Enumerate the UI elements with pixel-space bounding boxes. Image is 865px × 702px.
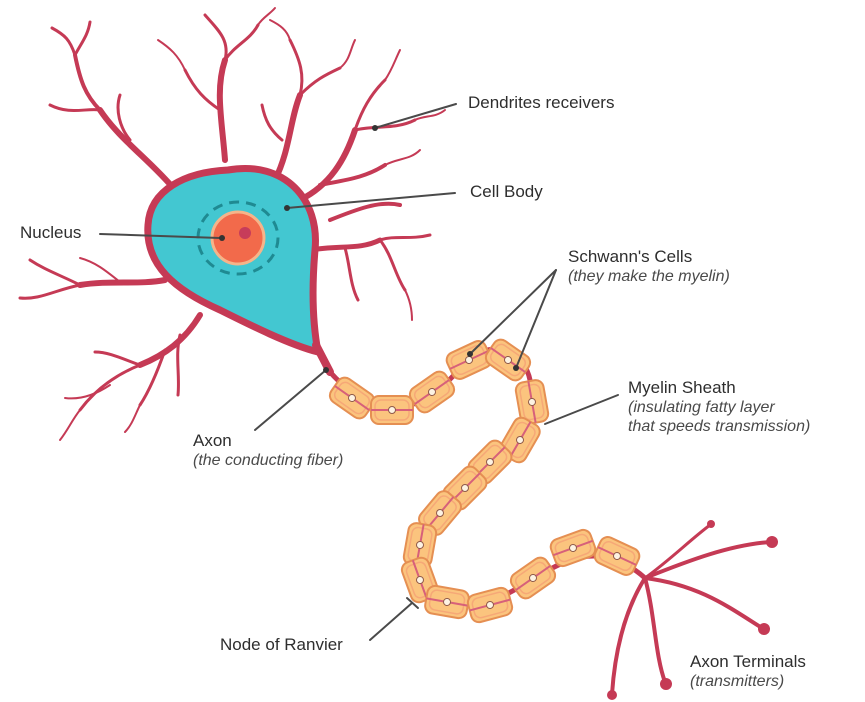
label-schwann-cells: Schwann's Cells <box>568 247 692 266</box>
myelin-segment <box>424 585 470 620</box>
label-cell-body: Cell Body <box>470 182 543 201</box>
label-axon: Axon <box>193 431 232 450</box>
myelin-sheath <box>327 336 642 623</box>
myelin-segment <box>407 368 457 415</box>
myelin-segment <box>466 586 514 624</box>
label-dendrites: Dendrites receivers <box>468 93 614 112</box>
schwann-nucleus-dot <box>389 407 396 414</box>
label-myelin-note-2: that speeds transmission) <box>628 418 810 435</box>
myelin-segment <box>508 554 558 601</box>
myelin-segment <box>327 374 377 421</box>
label-axon-note: (the conducting fiber) <box>193 452 343 469</box>
label-axon-terminals-note: (transmitters) <box>690 673 784 690</box>
myelin-segment <box>548 528 597 569</box>
myelin-segment <box>371 396 413 424</box>
label-myelin-sheath: Myelin Sheath <box>628 378 736 397</box>
label-myelin-note-1: (insulating fatty layer <box>628 399 775 416</box>
label-axon-terminals: Axon Terminals <box>690 652 806 671</box>
label-nucleus: Nucleus <box>20 223 81 242</box>
label-schwann-cells-note: (they make the myelin) <box>568 268 730 285</box>
label-node-of-ranvier: Node of Ranvier <box>220 635 343 654</box>
